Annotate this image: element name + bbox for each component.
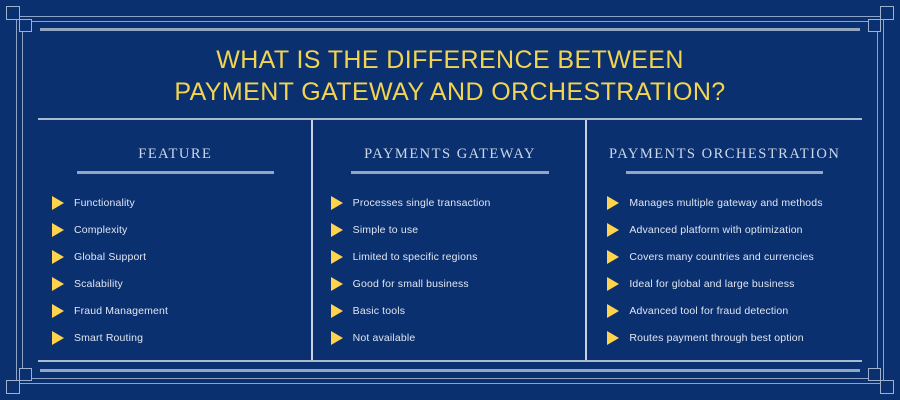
page-title-line-1: WHAT IS THE DIFFERENCE BETWEEN [216, 46, 684, 74]
list-item: Global Support [44, 243, 309, 270]
list-item: Functionality [44, 189, 309, 216]
list-item-label: Global Support [74, 250, 147, 263]
list-item-label: Good for small business [352, 277, 469, 290]
triangle-right-icon [330, 249, 343, 264]
corner-ornament-top-right [860, 6, 894, 40]
triangle-right-icon [52, 195, 64, 210]
column-header-payments-orchestration: PAYMENTS ORCHESTRATION [609, 146, 841, 162]
list-item-label: Smart Routing [74, 331, 144, 344]
list-item: Advanced platform with optimization [599, 216, 858, 243]
triangle-right-icon [330, 195, 343, 210]
triangle-right-icon [607, 195, 620, 210]
payments-gateway-list: Processes single transaction Simple to u… [317, 189, 584, 351]
triangle-right-icon [607, 276, 620, 291]
list-item-label: Basic tools [352, 304, 406, 317]
list-item: Simple to use [323, 216, 584, 243]
page-title: WHAT IS THE DIFFERENCE BETWEEN PAYMENT G… [38, 30, 862, 108]
corner-ornament-top-left [6, 6, 40, 40]
corner-square-outer-icon [880, 380, 894, 394]
triangle-right-icon [607, 330, 620, 345]
list-item-label: Ideal for global and large business [629, 277, 795, 290]
corner-ornament-bottom-left [6, 360, 40, 394]
column-header-feature: FEATURE [138, 146, 213, 162]
corner-square-outer-icon [880, 6, 894, 20]
list-item-label: Complexity [74, 223, 128, 236]
list-item: Complexity [44, 216, 309, 243]
list-item: Basic tools [323, 297, 584, 324]
triangle-right-icon [52, 303, 64, 318]
list-item-label: Manages multiple gateway and methods [629, 196, 823, 209]
triangle-right-icon [52, 330, 64, 345]
feature-list: Functionality Complexity Global Support … [42, 189, 309, 351]
column-header-underline [76, 171, 274, 174]
corner-square-inner-icon [19, 19, 32, 32]
comparison-card: WHAT IS THE DIFFERENCE BETWEEN PAYMENT G… [38, 30, 862, 370]
footer-divider-rule [38, 360, 862, 362]
corner-square-inner-icon [868, 19, 881, 32]
list-item-label: Scalability [74, 277, 123, 290]
list-item-label: Advanced tool for fraud detection [629, 304, 789, 317]
list-item: Fraud Management [44, 297, 309, 324]
list-item: Processes single transaction [323, 189, 584, 216]
list-item: Advanced tool for fraud detection [599, 297, 858, 324]
column-payments-gateway: PAYMENTS GATEWAY Processes single transa… [310, 120, 588, 360]
triangle-right-icon [330, 330, 343, 345]
list-item-label: Simple to use [352, 223, 419, 236]
corner-square-inner-icon [19, 368, 32, 381]
corner-square-inner-icon [868, 368, 881, 381]
column-feature: FEATURE Functionality Complexity Global … [38, 120, 313, 360]
triangle-right-icon [607, 249, 620, 264]
payments-orchestration-list: Manages multiple gateway and methods Adv… [591, 189, 858, 351]
column-header-payments-gateway: PAYMENTS GATEWAY [364, 146, 536, 162]
list-item-label: Advanced platform with optimization [629, 223, 803, 236]
triangle-right-icon [52, 249, 64, 264]
list-item-label: Covers many countries and currencies [629, 250, 814, 263]
list-item: Good for small business [323, 270, 584, 297]
list-item-label: Functionality [74, 196, 135, 209]
list-item-label: Processes single transaction [352, 196, 491, 209]
triangle-right-icon [330, 303, 343, 318]
list-item: Routes payment through best option [599, 324, 858, 351]
list-item: Manages multiple gateway and methods [599, 189, 858, 216]
list-item: Covers many countries and currencies [599, 243, 858, 270]
corner-square-outer-icon [6, 6, 20, 20]
triangle-right-icon [52, 222, 64, 237]
triangle-right-icon [330, 276, 343, 291]
list-item-label: Fraud Management [74, 304, 169, 317]
list-item-label: Limited to specific regions [352, 250, 478, 263]
column-payments-orchestration: PAYMENTS ORCHESTRATION Manages multiple … [585, 120, 862, 360]
triangle-right-icon [607, 222, 620, 237]
corner-ornament-bottom-right [860, 360, 894, 394]
list-item: Limited to specific regions [323, 243, 584, 270]
column-header-underline [626, 171, 824, 174]
triangle-right-icon [330, 222, 343, 237]
header-divider-rule [38, 118, 862, 120]
triangle-right-icon [52, 276, 64, 291]
list-item: Ideal for global and large business [599, 270, 858, 297]
column-header-underline [351, 171, 549, 174]
corner-square-outer-icon [6, 380, 20, 394]
comparison-columns: FEATURE Functionality Complexity Global … [38, 120, 862, 360]
triangle-right-icon [607, 303, 620, 318]
page-title-line-2: PAYMENT GATEWAY AND ORCHESTRATION? [174, 78, 726, 106]
list-item: Smart Routing [44, 324, 309, 351]
list-item: Scalability [44, 270, 309, 297]
list-item-label: Routes payment through best option [629, 331, 804, 344]
list-item: Not available [323, 324, 584, 351]
list-item-label: Not available [352, 331, 416, 344]
